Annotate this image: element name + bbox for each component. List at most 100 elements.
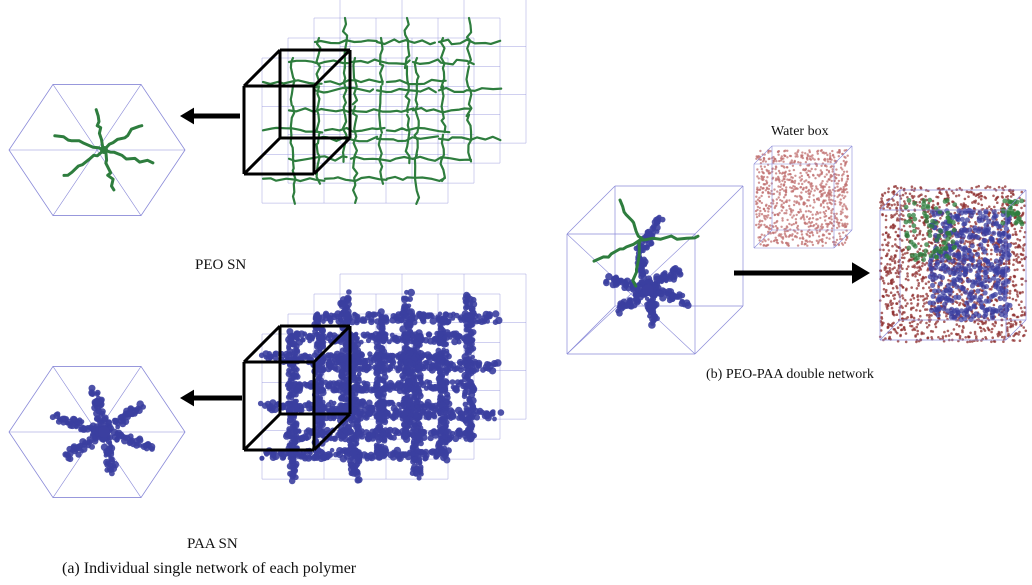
water-molecule [917, 227, 920, 230]
water-molecule [789, 213, 792, 216]
water-molecule [967, 195, 970, 198]
water-molecule [952, 202, 958, 208]
water-molecule [900, 228, 903, 232]
water-molecule [950, 267, 956, 273]
network-chain [261, 79, 323, 85]
paa-star-polymer [49, 384, 156, 477]
water-molecule [1005, 195, 1008, 199]
water-molecule [797, 210, 800, 214]
water-molecule [977, 322, 980, 326]
water-molecule [974, 249, 978, 253]
water-molecule [815, 218, 818, 221]
water-molecule [885, 288, 888, 292]
water-molecule [1007, 321, 1011, 325]
water-molecule [938, 191, 942, 194]
water-molecule [789, 228, 792, 231]
water-molecule [808, 217, 812, 220]
water-molecule [972, 200, 976, 203]
network-chain [257, 399, 327, 414]
paa-network-chains [257, 288, 505, 485]
water-molecule [837, 243, 841, 247]
water-molecule [941, 262, 947, 268]
water-molecule [841, 168, 844, 171]
water-molecule [781, 199, 784, 203]
water-molecule [925, 313, 929, 317]
water-molecule [782, 196, 786, 199]
water-molecule [808, 220, 811, 224]
network-chain [461, 291, 478, 347]
water-molecule [805, 239, 808, 242]
water-molecule [945, 266, 951, 272]
water-molecule [1016, 261, 1020, 264]
water-molecule [901, 261, 905, 264]
water-molecule [842, 170, 846, 173]
water-molecule [1002, 272, 1008, 278]
water-molecule [1011, 250, 1014, 254]
water-molecule [1006, 234, 1012, 240]
water-molecule [843, 241, 847, 244]
caption-b: (b) PEO-PAA double network [706, 367, 874, 382]
water-molecule [821, 162, 825, 165]
water-molecule [761, 191, 765, 194]
network-chain [466, 113, 473, 163]
water-molecule [783, 230, 787, 233]
water-molecule [809, 170, 812, 173]
water-molecule [976, 193, 980, 196]
water-molecule [910, 286, 913, 289]
water-molecule [791, 180, 795, 184]
water-molecule [763, 216, 766, 220]
extract-arrow-paa [180, 389, 242, 407]
water-molecule [846, 154, 849, 157]
water-molecule [927, 233, 933, 239]
water-molecule [835, 238, 839, 242]
water-molecule [924, 282, 928, 286]
water-molecule [808, 150, 811, 154]
water-molecule [929, 215, 932, 219]
water-molecule [978, 242, 984, 248]
water-molecule [993, 205, 996, 209]
water-molecule [794, 218, 798, 221]
water-molecule [836, 195, 839, 199]
water-molecule [880, 324, 884, 327]
water-molecule [962, 203, 966, 207]
water-molecule [765, 203, 768, 206]
water-molecule [825, 236, 828, 239]
water-molecule [895, 331, 899, 335]
water-molecule [894, 243, 897, 246]
network-chain [413, 56, 420, 106]
cube-edge [694, 185, 744, 235]
water-molecule [809, 204, 812, 207]
water-molecule [819, 211, 822, 214]
water-molecule [903, 204, 909, 210]
water-molecule [906, 198, 912, 203]
water-molecule [902, 325, 906, 329]
water-molecule [991, 275, 997, 281]
water-molecule [884, 218, 888, 222]
water-molecule [964, 300, 970, 306]
water-molecule [822, 188, 825, 192]
water-molecule [765, 168, 768, 172]
water-molecule [947, 278, 950, 282]
water-molecule [786, 226, 789, 229]
network-chain [399, 385, 415, 443]
water-molecule [892, 294, 895, 297]
water-molecule [916, 279, 919, 282]
water-molecule [955, 323, 959, 326]
water-molecule [778, 171, 782, 175]
water-molecule [887, 304, 890, 308]
water-molecule [898, 300, 901, 303]
water-molecule [838, 193, 841, 196]
water-molecule [786, 156, 789, 159]
water-molecule [821, 240, 824, 244]
water-molecule [772, 202, 775, 205]
water-molecule [879, 329, 883, 332]
water-molecule [771, 224, 774, 228]
water-molecule [1017, 255, 1020, 259]
water-molecule [842, 172, 845, 176]
network-chain [323, 126, 386, 133]
water-molecule [927, 223, 932, 229]
water-molecule [804, 161, 808, 164]
network-chain [323, 175, 388, 183]
water-molecule [923, 237, 927, 240]
water-molecule [791, 164, 795, 167]
